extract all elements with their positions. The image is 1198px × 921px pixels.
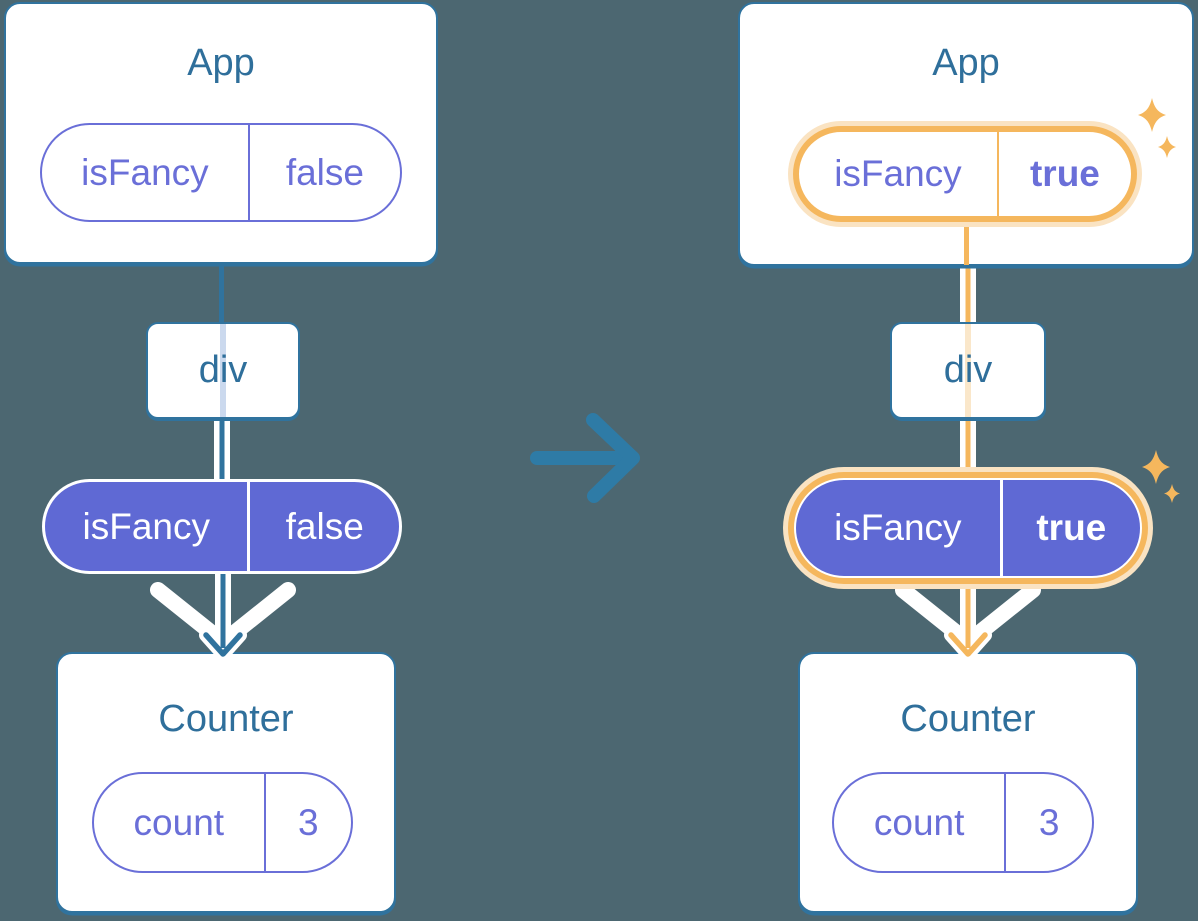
prop-pill-app-before: isFancy false [40,123,402,222]
arrow-down-icon [895,568,1041,661]
connector-prop-to-card-bottom [963,218,969,265]
state-pill-counter-before: count 3 [92,772,353,873]
prop-name: isFancy [834,153,962,194]
prop-pill-passed-after: isFancy true [794,478,1142,578]
state-name: count [133,801,225,843]
pipe-div-to-prop-before [214,417,230,481]
prop-through-line [965,324,971,417]
state-value: 3 [263,774,351,871]
arrow-right-icon [530,413,640,503]
div-box-after: div [890,322,1046,419]
prop-through-line [220,324,226,417]
prop-name: isFancy [81,151,209,193]
counter-title-before: Counter [158,698,294,740]
prop-value: false [247,482,399,571]
pipe-div-to-prop-after [960,417,976,481]
arrow-down-icon [150,568,296,661]
pipe-app-to-div-after [960,264,976,324]
prop-value: false [247,125,400,220]
prop-name: isFancy [834,507,962,548]
connector-app-to-div-before [219,264,224,324]
prop-value: true [996,132,1131,216]
app-title-before: App [187,42,255,84]
prop-name: isFancy [82,505,210,547]
prop-pill-passed-before: isFancy false [42,479,402,574]
sparkle-icon [1138,98,1176,158]
counter-title-after: Counter [900,698,1036,740]
div-label-after: div [943,349,993,391]
sparkle-icon [1142,450,1180,503]
div-label-before: div [198,349,248,391]
state-value: 3 [1004,774,1092,871]
state-name: count [873,801,965,843]
prop-value: true [999,480,1140,576]
app-title-after: App [932,42,1000,84]
prop-pill-app-after: isFancy true [793,126,1137,222]
state-pill-counter-after: count 3 [832,772,1094,873]
div-box-before: div [146,322,300,419]
